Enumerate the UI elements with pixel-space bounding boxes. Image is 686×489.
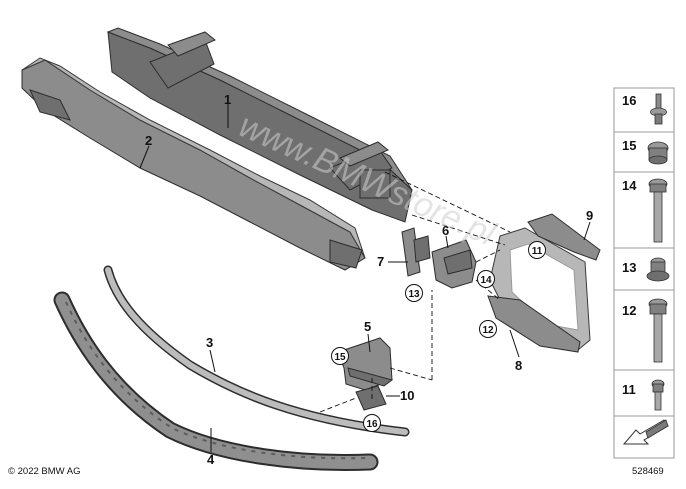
circled-ref-15: 15 xyxy=(331,347,349,365)
fastener-label-15: 15 xyxy=(622,138,636,153)
circled-ref-14-label: 14 xyxy=(480,275,492,286)
copyright-text: © 2022 BMW AG xyxy=(8,466,81,477)
trim-strip-part xyxy=(103,265,410,437)
plate-9-part xyxy=(527,213,601,261)
direction-arrow-icon xyxy=(622,419,669,445)
clip-fastener-icon xyxy=(650,93,667,125)
circled-ref-12: 12 xyxy=(479,320,497,338)
circled-ref-13-label: 13 xyxy=(408,289,420,300)
callout-4: 4 xyxy=(207,452,215,467)
callout-7: 7 xyxy=(377,254,384,269)
circled-ref-16-label: 16 xyxy=(366,419,378,430)
diagram-number: 528469 xyxy=(632,466,664,477)
circled-ref-11-label: 11 xyxy=(532,246,543,257)
fastener-panel-cell-11 xyxy=(613,369,675,417)
fastener-label-12: 12 xyxy=(622,303,636,318)
circled-ref-15-label: 15 xyxy=(334,352,346,363)
callout-6: 6 xyxy=(442,223,449,238)
fastener-label-13: 13 xyxy=(622,260,636,275)
short-bolt-icon xyxy=(651,379,665,411)
circled-ref-12-label: 12 xyxy=(482,325,494,336)
fastener-label-14: 14 xyxy=(622,178,637,193)
circled-ref-14: 14 xyxy=(477,270,495,288)
crash-frame-part xyxy=(487,227,591,353)
circled-ref-11: 11 xyxy=(528,241,546,259)
callout-1: 1 xyxy=(224,92,231,107)
callout-3: 3 xyxy=(206,335,213,350)
bracket-6-part xyxy=(431,239,477,289)
callout-5: 5 xyxy=(364,319,371,334)
bracket-5-part xyxy=(337,337,394,391)
callout-10: 10 xyxy=(400,388,414,403)
clip-10-part xyxy=(355,385,387,411)
bracket-7-part xyxy=(401,227,431,277)
callout-8: 8 xyxy=(515,358,522,373)
connection-lines xyxy=(319,171,511,413)
circled-ref-13: 13 xyxy=(405,284,423,302)
nut-icon xyxy=(647,141,669,165)
long-bolt-icon xyxy=(648,178,668,243)
lower-carrier-part xyxy=(53,291,379,472)
fastener-label-16: 16 xyxy=(622,93,636,108)
callout-9: 9 xyxy=(586,208,593,223)
flange-nut-icon xyxy=(646,257,670,282)
callout-2: 2 xyxy=(145,133,152,148)
fastener-label-11: 11 xyxy=(622,382,636,397)
circled-ref-16: 16 xyxy=(363,414,381,432)
energy-absorber-part xyxy=(21,57,366,271)
fastener-panel: 16 15 14 13 12 11 xyxy=(613,87,675,459)
hex-bolt-icon xyxy=(648,298,668,363)
bumper-carrier-part xyxy=(106,27,413,223)
callout-leaders xyxy=(139,104,591,452)
